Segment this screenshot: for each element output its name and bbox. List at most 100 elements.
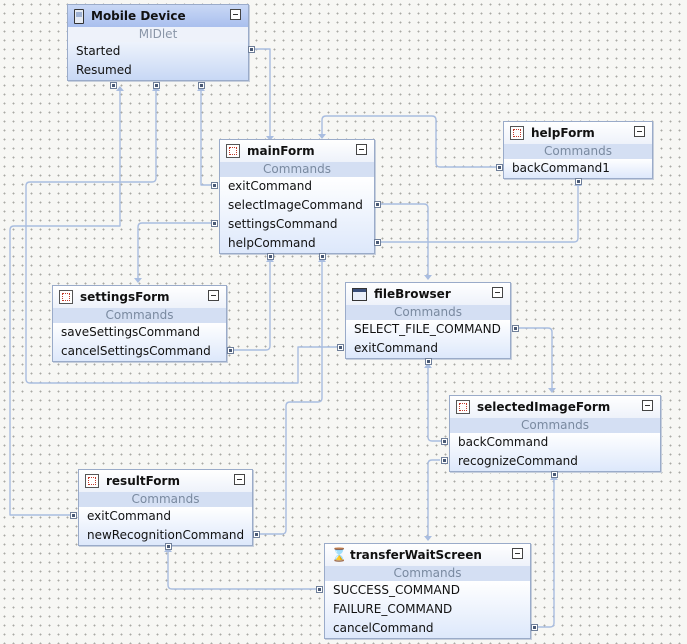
- port-helpform-bottom[interactable]: [575, 178, 582, 185]
- file-browser-icon: [352, 287, 367, 301]
- command-row-select-file[interactable]: SELECT_FILE_COMMAND: [354, 322, 501, 336]
- minimize-button[interactable]: [512, 548, 523, 559]
- connection-settingsform-to-mainform: [230, 258, 271, 351]
- node-title: transferWaitScreen: [350, 548, 482, 562]
- node-helpform[interactable]: helpForm Commands backCommand1: [503, 121, 653, 179]
- port-helpform-back[interactable]: [496, 164, 503, 171]
- arrowhead-transferwait-top: [424, 536, 432, 541]
- connection-cancel-to-selectedimageform: [536, 476, 555, 628]
- port-mainform-select-image[interactable]: [374, 201, 381, 208]
- command-row-settings[interactable]: settingsCommand: [228, 217, 338, 231]
- command-row-exit[interactable]: exitCommand: [228, 179, 312, 193]
- minimize-button[interactable]: [230, 9, 241, 20]
- node-header[interactable]: selectedImageForm: [450, 396, 660, 418]
- mobile-device-icon: [74, 8, 84, 24]
- command-row-recognize[interactable]: recognizeCommand: [458, 454, 578, 468]
- port-mainform-help[interactable]: [374, 239, 381, 246]
- command-row-success[interactable]: SUCCESS_COMMAND: [333, 583, 460, 597]
- command-row-new-recognition[interactable]: newRecognitionCommand: [87, 528, 245, 542]
- node-title: selectedImageForm: [477, 400, 611, 414]
- port-mobile-bottom-2[interactable]: [153, 82, 160, 89]
- connection-selectedimage-back-to-filebrowser: [427, 364, 446, 442]
- command-row-save-settings[interactable]: saveSettingsCommand: [61, 325, 200, 339]
- form-icon: [59, 290, 73, 304]
- minimize-button[interactable]: [492, 287, 503, 298]
- port-resultform-bottom[interactable]: [165, 543, 172, 550]
- port-started[interactable]: [248, 46, 255, 53]
- port-transferwait-success[interactable]: [316, 586, 323, 593]
- arrowhead-selectedimage-top: [548, 388, 556, 393]
- section-label: Commands: [450, 418, 660, 433]
- node-settingsform[interactable]: settingsForm Commands saveSettingsComman…: [52, 285, 227, 362]
- node-header[interactable]: helpForm: [504, 122, 652, 144]
- form-icon: [510, 126, 524, 140]
- connection-resultform-exit-to-mobile: [9, 87, 121, 516]
- node-mobile-device[interactable]: Mobile Device MIDlet Started Resumed: [67, 4, 249, 81]
- port-filebrowser-bottom[interactable]: [425, 358, 432, 365]
- connection-helpform-back-to-mainform: [321, 115, 503, 168]
- node-header[interactable]: settingsForm: [53, 286, 226, 308]
- minimize-button[interactable]: [356, 144, 367, 155]
- midlet-row-started[interactable]: Started: [76, 44, 121, 58]
- node-transferwaitscreen[interactable]: ⌛ transferWaitScreen Commands SUCCESS_CO…: [324, 543, 531, 639]
- node-selectedimageform[interactable]: selectedImageForm Commands backCommand r…: [449, 395, 661, 472]
- port-mainform-exit[interactable]: [211, 182, 218, 189]
- node-header[interactable]: ⌛ transferWaitScreen: [325, 544, 530, 566]
- connection-settingscommand-to-settingsform: [137, 222, 216, 282]
- node-header[interactable]: mainForm: [220, 140, 374, 162]
- node-resultform[interactable]: resultForm Commands exitCommand newRecog…: [78, 469, 253, 546]
- connection-mainform-exit-to-mobile: [200, 87, 214, 186]
- node-filebrowser[interactable]: fileBrowser Commands SELECT_FILE_COMMAND…: [345, 282, 511, 359]
- arrowhead-mobile-bottom-1: [116, 86, 124, 91]
- node-header[interactable]: fileBrowser: [346, 283, 510, 305]
- arrowhead-filebrowser-bottom: [424, 363, 432, 368]
- command-row-cancel-settings[interactable]: cancelSettingsCommand: [61, 344, 211, 358]
- minimize-button[interactable]: [208, 290, 219, 301]
- connection-transferwait-to-resultform: [167, 548, 322, 590]
- port-resultform-exit[interactable]: [70, 512, 77, 519]
- command-row-back[interactable]: backCommand1: [512, 161, 610, 175]
- port-filebrowser-exit[interactable]: [337, 344, 344, 351]
- port-selectedimage-back[interactable]: [441, 438, 448, 445]
- midlet-row-resumed[interactable]: Resumed: [76, 63, 132, 77]
- section-label: MIDlet: [68, 27, 248, 42]
- port-mobile-bottom-3[interactable]: [198, 82, 205, 89]
- port-mobile-bottom-1[interactable]: [110, 82, 117, 89]
- node-title: resultForm: [106, 474, 180, 488]
- port-filebrowser-select-file[interactable]: [512, 325, 519, 332]
- form-icon: [226, 144, 240, 158]
- port-selectedimage-bottom[interactable]: [551, 471, 558, 478]
- section-label: Commands: [504, 144, 652, 159]
- port-mainform-bottom-1[interactable]: [267, 253, 274, 260]
- node-mainform[interactable]: mainForm Commands exitCommand selectImag…: [219, 139, 375, 254]
- minimize-button[interactable]: [234, 474, 245, 485]
- command-row-exit[interactable]: exitCommand: [354, 341, 438, 355]
- port-settingsform-cancel[interactable]: [227, 347, 234, 354]
- port-resultform-new-recognition[interactable]: [253, 531, 260, 538]
- command-row-exit[interactable]: exitCommand: [87, 509, 171, 523]
- port-transferwait-cancel[interactable]: [531, 624, 538, 631]
- command-row-select-image[interactable]: selectImageCommand: [228, 198, 363, 212]
- connection-started-to-mainform: [252, 48, 271, 140]
- port-mainform-settings[interactable]: [211, 220, 218, 227]
- command-row-back[interactable]: backCommand: [458, 435, 549, 449]
- arrowhead-mainform-top-2: [318, 134, 326, 139]
- command-row-failure[interactable]: FAILURE_COMMAND: [333, 602, 453, 616]
- section-label: Commands: [325, 566, 530, 581]
- minimize-button[interactable]: [634, 126, 645, 137]
- section-label: Commands: [53, 308, 226, 323]
- arrowhead-mainform-top: [266, 136, 274, 141]
- minimize-button[interactable]: [642, 400, 653, 411]
- arrowhead-filebrowser-top: [424, 275, 432, 280]
- node-header[interactable]: resultForm: [79, 470, 252, 492]
- port-mainform-bottom-2[interactable]: [319, 253, 326, 260]
- connection-newrecognition-to-mainform: [259, 258, 323, 535]
- node-header[interactable]: Mobile Device: [68, 5, 248, 27]
- section-label: Commands: [346, 305, 510, 320]
- node-title: fileBrowser: [374, 287, 451, 301]
- connection-recognize-to-transferwait: [427, 459, 440, 540]
- port-selectedimage-recognize[interactable]: [441, 457, 448, 464]
- command-row-help[interactable]: helpCommand: [228, 236, 316, 250]
- command-row-cancel[interactable]: cancelCommand: [333, 621, 434, 635]
